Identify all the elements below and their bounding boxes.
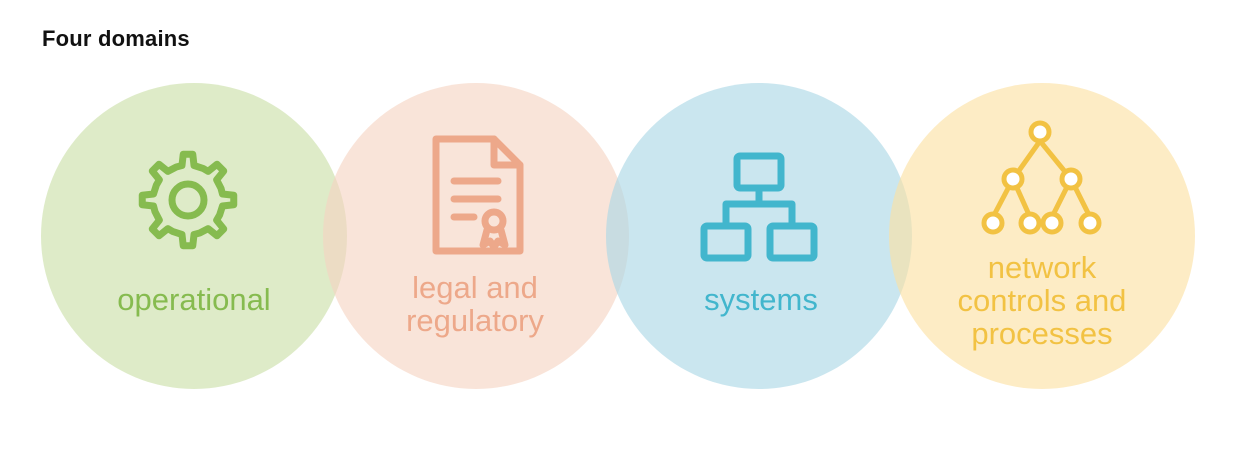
domain-label-operational: operational bbox=[117, 282, 271, 317]
page-title: Four domains bbox=[42, 26, 190, 51]
domain-circle-legal bbox=[323, 83, 629, 389]
domain-label-systems: systems bbox=[704, 282, 818, 317]
network-hierarchy-icon bbox=[700, 152, 818, 262]
domain-label-network: network controls and processes bbox=[957, 250, 1127, 351]
domain-circle-systems bbox=[606, 83, 912, 389]
gear-hole bbox=[168, 180, 208, 220]
certificate-document-icon bbox=[432, 135, 524, 255]
node-tree-icon bbox=[981, 120, 1104, 237]
gear-icon bbox=[134, 146, 242, 254]
gear-outline bbox=[138, 150, 238, 250]
domain-label-legal: legal and regulatory bbox=[406, 270, 544, 338]
